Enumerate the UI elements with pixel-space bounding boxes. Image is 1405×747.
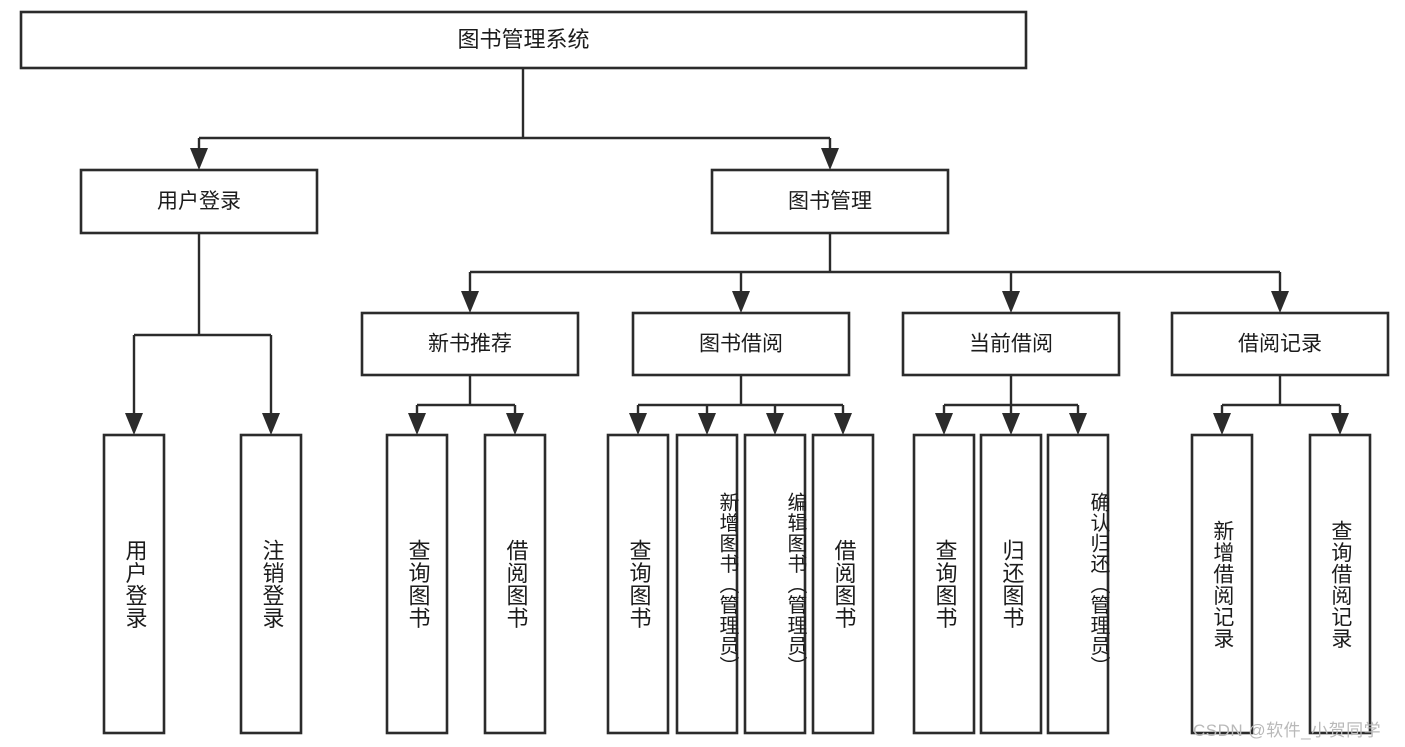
current-borrow-arrow-2-head bbox=[1069, 413, 1087, 435]
node-leaf-query-borrow-record[interactable] bbox=[1308, 433, 1372, 735]
book-borrow-arrow-0-head bbox=[629, 413, 647, 435]
node-label: 用户登录 bbox=[157, 190, 241, 213]
node-leaf-return-book[interactable] bbox=[979, 433, 1043, 735]
root-arrow-0-head bbox=[190, 148, 208, 170]
node-book-manage[interactable]: 图书管理 bbox=[710, 168, 950, 235]
watermark: CSDN @软件_小贺同学 bbox=[1193, 721, 1382, 740]
borrow-record-arrow-0-head bbox=[1213, 413, 1231, 435]
node-leaf-add-borrow-record[interactable] bbox=[1190, 433, 1254, 735]
node-leaf-borrow-book-2[interactable] bbox=[811, 433, 875, 735]
node-new-book-recommend[interactable]: 新书推荐 bbox=[360, 311, 580, 377]
node-leaf-borrow-book-1[interactable] bbox=[483, 433, 547, 735]
node-box[interactable] bbox=[360, 311, 580, 377]
connectors-layer bbox=[125, 68, 1349, 435]
node-box[interactable] bbox=[979, 433, 1043, 735]
node-user-login[interactable]: 用户登录 bbox=[79, 168, 319, 235]
node-box[interactable] bbox=[743, 433, 807, 735]
node-leaf-confirm-return-admin[interactable] bbox=[1046, 433, 1110, 735]
node-leaf-query-book-2[interactable] bbox=[606, 433, 670, 735]
current-borrow-arrow-0-head bbox=[935, 413, 953, 435]
node-box[interactable] bbox=[102, 433, 166, 735]
book-borrow-arrow-1-head bbox=[698, 413, 716, 435]
node-box[interactable] bbox=[631, 311, 851, 377]
book-manage-arrow-0-head bbox=[461, 291, 479, 313]
node-box[interactable] bbox=[675, 433, 739, 735]
node-box[interactable] bbox=[483, 433, 547, 735]
node-root[interactable]: 图书管理系统 bbox=[19, 10, 1028, 70]
node-box[interactable] bbox=[912, 433, 976, 735]
node-label: 新书推荐 bbox=[428, 333, 512, 356]
book-manage-arrow-3-head bbox=[1271, 291, 1289, 313]
borrow-record-arrow-1-head bbox=[1331, 413, 1349, 435]
node-box[interactable] bbox=[811, 433, 875, 735]
node-box[interactable] bbox=[710, 168, 950, 235]
node-box[interactable] bbox=[901, 311, 1121, 377]
node-current-borrow[interactable]: 当前借阅 bbox=[901, 311, 1121, 377]
book-manage-arrow-2-head bbox=[1002, 291, 1020, 313]
node-label: 借阅记录 bbox=[1238, 333, 1322, 356]
node-label: 图书管理系统 bbox=[457, 27, 589, 52]
book-borrow-arrow-3-head bbox=[834, 413, 852, 435]
book-manage-arrow-1-head bbox=[732, 291, 750, 313]
node-leaf-query-book-1[interactable] bbox=[385, 433, 449, 735]
node-box[interactable] bbox=[239, 433, 303, 735]
new-book-recommend-arrow-1-head bbox=[506, 413, 524, 435]
node-label: 图书管理 bbox=[788, 190, 872, 213]
node-box[interactable] bbox=[385, 433, 449, 735]
node-leaf-query-book-3[interactable] bbox=[912, 433, 976, 735]
node-book-borrow[interactable]: 图书借阅 bbox=[631, 311, 851, 377]
node-leaf-edit-book-admin[interactable] bbox=[743, 433, 807, 735]
new-book-recommend-arrow-0-head bbox=[408, 413, 426, 435]
node-borrow-record[interactable]: 借阅记录 bbox=[1170, 311, 1390, 377]
node-leaf-user-logout[interactable] bbox=[239, 433, 303, 735]
root-arrow-1-head bbox=[821, 148, 839, 170]
user-login-arrow-1-head bbox=[262, 413, 280, 435]
node-box[interactable] bbox=[1046, 433, 1110, 735]
user-login-arrow-0-head bbox=[125, 413, 143, 435]
node-box[interactable] bbox=[19, 10, 1028, 70]
node-label: 图书借阅 bbox=[699, 333, 783, 356]
node-box[interactable] bbox=[1308, 433, 1372, 735]
node-box[interactable] bbox=[1190, 433, 1254, 735]
node-leaf-user-login[interactable] bbox=[102, 433, 166, 735]
node-box[interactable] bbox=[79, 168, 319, 235]
book-borrow-arrow-2-head bbox=[766, 413, 784, 435]
current-borrow-arrow-1-head bbox=[1002, 413, 1020, 435]
node-box[interactable] bbox=[1170, 311, 1390, 377]
node-box[interactable] bbox=[606, 433, 670, 735]
node-leaf-add-book-admin[interactable] bbox=[675, 433, 739, 735]
node-label: 当前借阅 bbox=[969, 333, 1053, 356]
